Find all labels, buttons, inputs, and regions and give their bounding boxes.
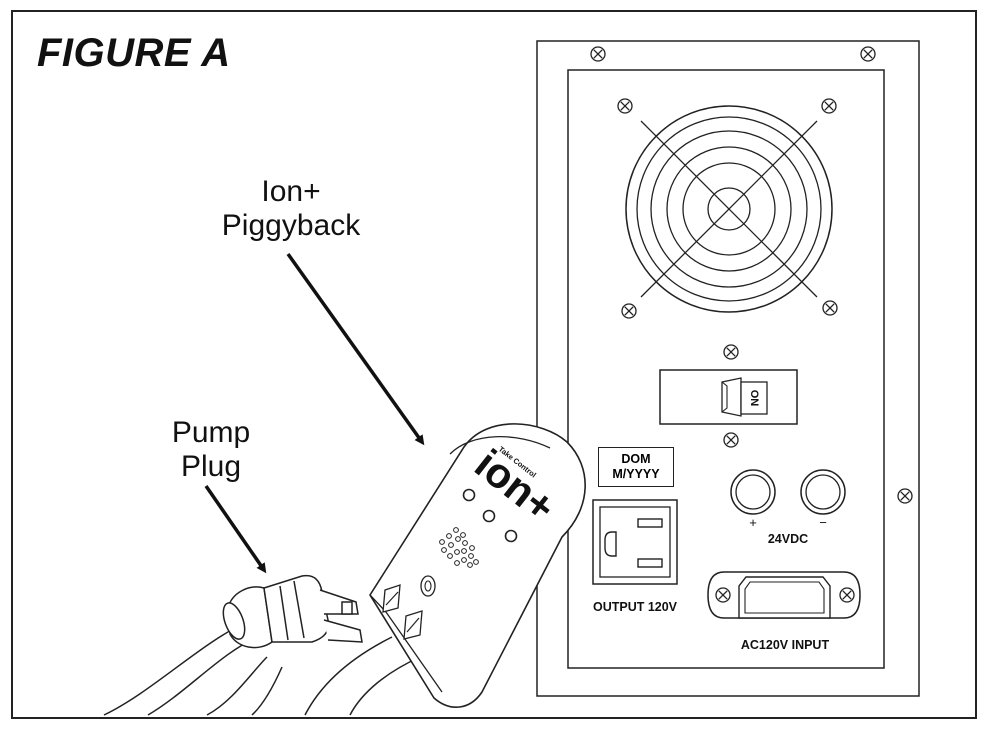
screw-icon	[821, 98, 837, 114]
input-label: AC120V INPUT	[741, 638, 830, 652]
dc-label: 24VDC	[768, 532, 808, 546]
pump-plug	[222, 574, 363, 649]
screw-icon	[715, 587, 731, 603]
figure-frame: ion+ Take Control ON OUTPUT 120V + − 24V…	[11, 10, 977, 719]
date-code-box: DOM M/YYYY	[598, 447, 674, 487]
ion-piggyback-device	[369, 423, 586, 708]
callout-pump-plug: Pump Plug	[131, 416, 291, 484]
callout-ion-piggyback: Ion+ Piggyback	[191, 175, 391, 243]
figure-title: FIGURE A	[37, 31, 231, 75]
callout-pump-line-2: Plug	[180, 450, 242, 483]
output-outlet	[592, 499, 678, 585]
dc-terminals	[730, 469, 846, 515]
power-switch	[659, 344, 798, 448]
pump-callout-arrow	[204, 485, 267, 574]
screw-icon	[723, 344, 739, 360]
ion-callout-arrow	[286, 252, 425, 446]
date-code-line-1: DOM	[621, 452, 651, 466]
switch-on-label: ON	[748, 390, 760, 407]
screw-icon	[860, 46, 876, 62]
screw-icon	[822, 300, 838, 316]
callout-pump-line-1: Pump	[171, 416, 251, 449]
dc-plus-label: +	[749, 515, 757, 530]
speaker-grille	[439, 527, 479, 568]
screw-icon	[617, 98, 633, 114]
screw-icon	[839, 587, 855, 603]
dc-minus-label: −	[819, 515, 827, 530]
screw-icon	[590, 46, 606, 62]
callout-ion-line-1: Ion+	[261, 175, 321, 208]
callout-ion-line-2: Piggyback	[221, 209, 361, 242]
screw-icon	[723, 432, 739, 448]
screw-icon	[897, 488, 913, 504]
date-code-line-2: M/YYYY	[612, 467, 660, 481]
ac-input-socket	[707, 571, 861, 619]
screw-icon	[621, 303, 637, 319]
output-label: OUTPUT 120V	[593, 600, 678, 614]
diagram-drawing: ion+ Take Control ON OUTPUT 120V + − 24V…	[103, 40, 920, 716]
fan-grille	[617, 98, 838, 319]
